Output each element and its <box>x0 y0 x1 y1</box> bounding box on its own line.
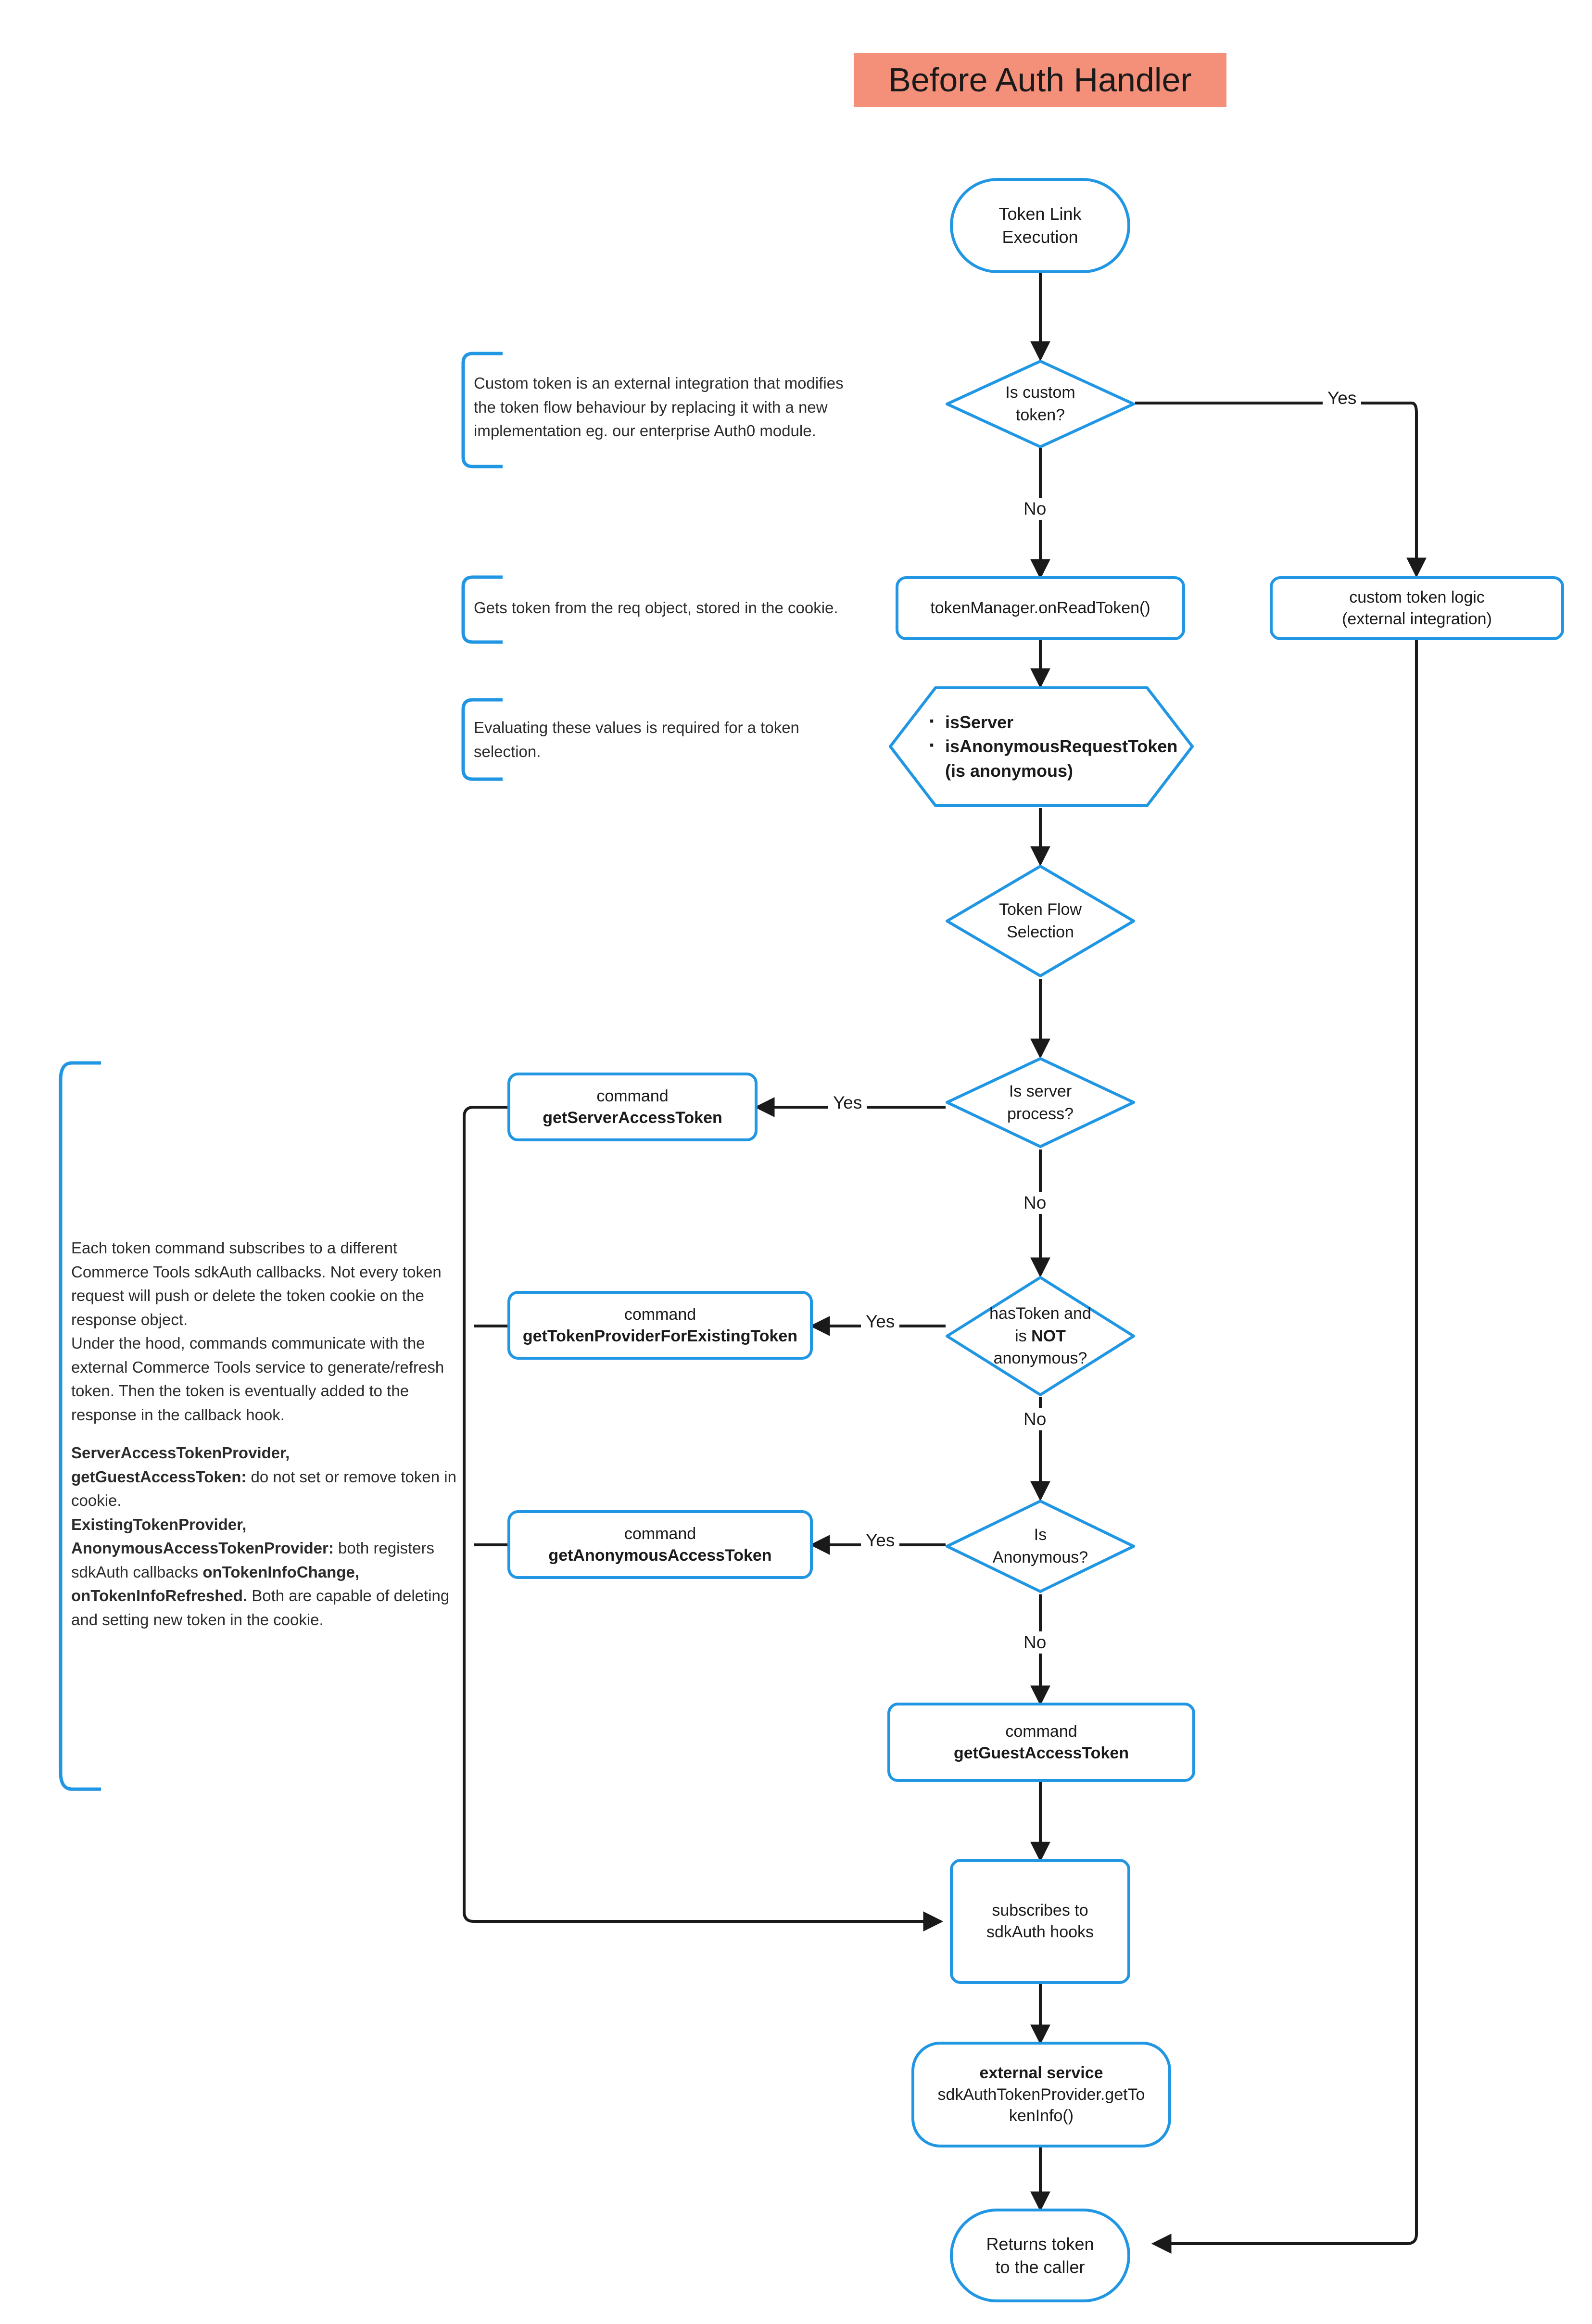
note-commands-p3-bold1: ServerAccessTokenProvider, <box>71 1444 290 1462</box>
note-commands-p2-line3: token. Then the token is eventually adde… <box>71 1382 409 1400</box>
cmd-guest-line2: getGuestAccessToken <box>953 1743 1129 1762</box>
note-commands-p2-line2: external Commerce Tools service to gener… <box>71 1358 444 1376</box>
note-commands-p4-pre3: sdkAuth callbacks <box>71 1563 203 1581</box>
note-custom-token-line2: the token flow behaviour by replacing it… <box>474 398 828 416</box>
node-command-get-server-access-token[interactable]: command getServerAccessToken <box>507 1073 758 1141</box>
node-external-service-line2: sdkAuthTokenProvider.getTo <box>937 2085 1145 2104</box>
hex-bullet2-line1: isAnonymousRequestToken <box>945 736 1178 757</box>
edge-label-custom-token-no: No <box>1019 498 1051 520</box>
cmd-anon-line1: command <box>624 1524 696 1543</box>
node-is-custom-token[interactable]: Is custom token? <box>944 358 1137 450</box>
node-command-get-anonymous-access-token[interactable]: command getAnonymousAccessToken <box>507 1510 813 1579</box>
bracket-icon <box>461 352 503 468</box>
node-returns-line2: to the caller <box>995 2257 1085 2277</box>
node-command-get-token-provider-for-existing-token[interactable]: command getTokenProviderForExistingToken <box>507 1291 813 1360</box>
node-subscribes-line1: subscribes to <box>992 1901 1088 1920</box>
node-start-line1: Token Link <box>998 204 1082 224</box>
node-is-custom-token-line1: Is custom <box>1005 383 1075 402</box>
note-commands-p2-line4: response in the callback hook. <box>71 1405 285 1424</box>
page-title: Before Auth Handler <box>854 53 1226 107</box>
node-is-anonymous[interactable]: Is Anonymous? <box>944 1498 1137 1594</box>
node-is-server-process-line2: process? <box>1007 1104 1074 1123</box>
node-custom-token-logic-line1: custom token logic <box>1349 588 1485 606</box>
hex-bullet-isanonymousrequesttoken: isAnonymousRequestToken (is anonymous) <box>929 731 1178 783</box>
note-custom-token-line1: Custom token is an external integration … <box>474 374 844 392</box>
bracket-icon <box>59 1061 101 1791</box>
node-external-service-line3: kenInfo() <box>1009 2107 1074 2125</box>
edge-label-server-process-yes: Yes <box>828 1092 867 1114</box>
cmd-server-line2: getServerAccessToken <box>543 1108 722 1127</box>
note-read-token-line1: Gets token from the req object, stored i… <box>474 599 838 617</box>
note-commands-p4-rest4: Both are capable of deleting <box>247 1587 450 1604</box>
node-custom-token-logic[interactable]: custom token logic (external integration… <box>1270 576 1564 640</box>
cmd-server-line1: command <box>596 1086 669 1105</box>
note-commands-p4-bold3: onTokenInfoChange, <box>202 1563 360 1581</box>
note-commands-spacer <box>71 1427 480 1441</box>
note-token-commands: Each token command subscribes to a diffe… <box>57 1061 480 1792</box>
edge-label-has-token-yes: Yes <box>861 1311 900 1333</box>
node-is-server-process-line1: Is server <box>1009 1082 1072 1100</box>
node-returns-line1: Returns token <box>986 2234 1094 2254</box>
note-commands-p1-line3: request will push or delete the token co… <box>71 1287 424 1304</box>
page-title-text: Before Auth Handler <box>888 61 1192 99</box>
edge-label-has-token-no: No <box>1019 1408 1051 1430</box>
note-evaluating-values: Evaluating these values is required for … <box>459 697 863 782</box>
cmd-anon-line2: getAnonymousAccessToken <box>548 1546 772 1565</box>
cmd-existing-line1: command <box>624 1305 696 1324</box>
node-token-link-execution[interactable]: Token Link Execution <box>950 178 1130 273</box>
bracket-icon <box>461 575 503 644</box>
edge-label-custom-token-yes: Yes <box>1323 387 1362 409</box>
note-commands-p3-line3: cookie. <box>71 1491 122 1509</box>
note-commands-p4-line5: and setting new token in the cookie. <box>71 1610 324 1629</box>
node-command-get-guest-access-token[interactable]: command getGuestAccessToken <box>887 1703 1195 1782</box>
hex-bullet-isserver: isServer <box>929 707 1177 736</box>
node-token-flow-selection[interactable]: Token Flow Selection <box>944 863 1137 979</box>
node-read-token-label: tokenManager.onReadToken() <box>930 599 1150 617</box>
cmd-existing-line2: getTokenProviderForExistingToken <box>522 1326 798 1345</box>
node-subscribes-sdkauth-hooks[interactable]: subscribes to sdkAuth hooks <box>950 1859 1130 1984</box>
node-start-line2: Execution <box>1002 227 1078 247</box>
node-external-service[interactable]: external service sdkAuthTokenProvider.ge… <box>911 2042 1171 2147</box>
note-commands-p4-bold4: onTokenInfoRefreshed. <box>71 1587 248 1604</box>
note-evaluating-line1: Evaluating these values is required for … <box>474 719 799 736</box>
node-is-anonymous-line2: Anonymous? <box>992 1548 1088 1566</box>
node-hastoken-line1: hasToken and <box>989 1304 1091 1323</box>
note-commands-p3-rest2: do not set or remove token in <box>246 1467 456 1486</box>
edge-label-is-anonymous-no: No <box>1019 1631 1051 1654</box>
cmd-guest-line1: command <box>1005 1722 1077 1741</box>
note-custom-token: Custom token is an external integration … <box>459 351 863 469</box>
node-is-anonymous-line1: Is <box>1034 1526 1047 1544</box>
note-custom-token-line3: implementation eg. our enterprise Auth0 … <box>474 422 816 440</box>
node-is-server-process[interactable]: Is server process? <box>944 1056 1137 1149</box>
note-commands-p1-line4: response object. <box>71 1310 188 1328</box>
edge-label-is-anonymous-yes: Yes <box>861 1529 900 1552</box>
hex-bullet2-line2: (is anonymous) <box>945 760 1074 781</box>
node-token-flow-line1: Token Flow <box>999 900 1082 919</box>
note-commands-p4-bold1: ExistingTokenProvider, <box>71 1515 247 1533</box>
node-external-service-line1: external service <box>979 2063 1103 2082</box>
node-token-flow-line2: Selection <box>1007 923 1074 941</box>
node-evaluate-values[interactable]: isServer isAnonymousRequestToken (is ano… <box>887 685 1195 808</box>
node-is-custom-token-line2: token? <box>1015 406 1065 424</box>
note-read-token: Gets token from the req object, stored i… <box>459 575 863 644</box>
note-commands-p3-bold2: getGuestAccessToken: <box>71 1467 247 1486</box>
node-hastoken-line2-pre: is <box>1015 1326 1032 1345</box>
node-token-manager-read-token[interactable]: tokenManager.onReadToken() <box>896 576 1185 640</box>
node-hastoken-not: NOT <box>1031 1326 1066 1345</box>
note-commands-p4-rest2: both registers <box>333 1539 434 1557</box>
note-commands-p2-line1: Under the hood, commands communicate wit… <box>71 1334 425 1352</box>
note-commands-p4-bold2: AnonymousAccessTokenProvider: <box>71 1539 334 1557</box>
note-commands-p1-line2: Commerce Tools sdkAuth callbacks. Not ev… <box>71 1263 442 1281</box>
node-has-token-not-anonymous[interactable]: hasToken and is NOT anonymous? <box>944 1275 1137 1398</box>
bracket-icon <box>461 698 503 781</box>
node-returns-token-to-caller[interactable]: Returns token to the caller <box>950 2209 1130 2302</box>
node-hastoken-line3: anonymous? <box>993 1349 1087 1368</box>
node-custom-token-logic-line2: (external integration) <box>1342 609 1492 628</box>
note-evaluating-line2: selection. <box>474 742 541 760</box>
note-commands-p1-line1: Each token command subscribes to a diffe… <box>71 1239 398 1257</box>
node-subscribes-line2: sdkAuth hooks <box>986 1923 1094 1941</box>
edge-label-server-process-no: No <box>1019 1192 1051 1214</box>
node-hastoken-line2: is NOT <box>989 1325 1091 1348</box>
